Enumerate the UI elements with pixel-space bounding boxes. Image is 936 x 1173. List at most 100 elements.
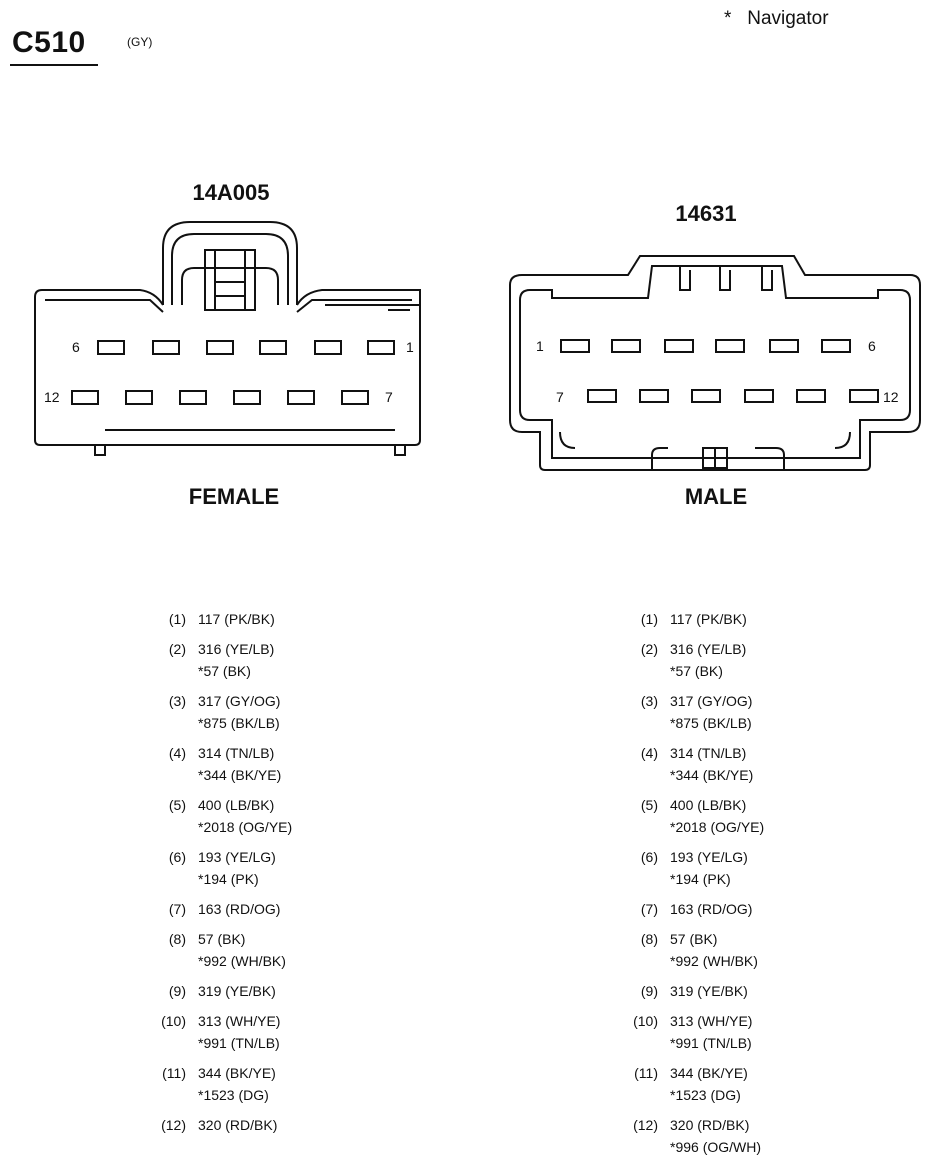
- circuit-wire-label: 316 (YE/LB): [670, 641, 747, 657]
- circuit-wire-label: *1523 (DG): [670, 1087, 741, 1103]
- pinout-row: (2) 316 (YE/LB)*57 (BK): [150, 638, 410, 682]
- pinout-row: (5)400 (LB/BK)*2018 (OG/YE): [622, 794, 882, 838]
- pin-number: (6): [640, 849, 658, 865]
- female-row1-right-label: 1: [406, 339, 414, 355]
- circuit-wire-label: 314 (TN/LB): [670, 745, 747, 761]
- pinout-row: (11)344 (BK/YE)*1523 (DG): [622, 1062, 882, 1106]
- pin-number: (9): [168, 983, 186, 999]
- navigator-note: * Navigator: [724, 8, 829, 29]
- circuit-wire-label: 163 (RD/OG): [670, 901, 753, 917]
- pin-circuits: 400 (LB/BK) *2018 (OG/YE): [198, 794, 410, 838]
- circuit-wire-label: *57 (BK): [198, 663, 251, 679]
- pin-number: (1): [168, 611, 186, 627]
- pin-circuits: 163 (RD/OG): [198, 898, 410, 920]
- connector-diagrams: 14A005 6 1 12 7 FEMALE: [34, 180, 921, 509]
- pinout-row: (7) 163 (RD/OG): [622, 898, 882, 920]
- male-cavity-5: [769, 339, 799, 353]
- male-row1-right-label: 6: [868, 338, 876, 354]
- circuit-wire-label: *996 (OG/WH): [670, 1139, 762, 1155]
- pinout-row: (4) 314 (TN/LB) *344 (BK/YE): [622, 742, 882, 786]
- female-cavity-9: [233, 390, 261, 405]
- circuit-wire-label: *344 (BK/YE): [670, 767, 754, 783]
- pin-circuits: 117 (PK/BK): [670, 608, 882, 630]
- circuit-wire-label: *991 (TN/LB): [198, 1035, 280, 1051]
- circuit-wire-label: 400 (LB/BK): [198, 797, 275, 813]
- pinout-row: (2) 316 (YE/LB) *57 (BK): [622, 638, 882, 682]
- circuit-wire-label: 344 (BK/YE): [670, 1065, 748, 1081]
- circuit-wire-label: 193 (YE/LG): [198, 849, 276, 865]
- pin-number: (5): [168, 797, 186, 813]
- pin-number: (2): [640, 641, 658, 657]
- pin-number: (4): [168, 745, 186, 761]
- circuit-wire-label: 313 (WH/YE): [670, 1013, 753, 1029]
- pin-number: (10): [161, 1013, 186, 1029]
- circuit-wire-label: *2018 (OG/YE): [198, 819, 293, 835]
- pin-number: (9): [640, 983, 658, 999]
- male-cavity-11: [796, 389, 826, 403]
- female-cavity-8: [287, 390, 315, 405]
- pin-circuits: 57 (BK)*992 (WH/BK): [670, 928, 882, 972]
- pin-circuits: 320 (RD/BK): [198, 1114, 410, 1136]
- pin-circuits: 313 (WH/YE) *991 (TN/LB): [198, 1010, 410, 1054]
- female-cavity-6: [97, 340, 125, 355]
- pin-circuits: 319 (YE/BK): [670, 980, 882, 1002]
- pin-number: (12): [161, 1117, 186, 1133]
- pinout-row: (6)193 (YE/LG)*194 (PK): [622, 846, 882, 890]
- pinout-row: (9) 319 (YE/BK): [622, 980, 882, 1002]
- pinout-row: (8) 57 (BK)*992 (WH/BK): [622, 928, 882, 972]
- circuit-wire-label: *875 (BK/LB): [670, 715, 752, 731]
- pin-number: (2): [168, 641, 186, 657]
- female-cavity-7: [341, 390, 369, 405]
- pin-number: (8): [168, 931, 186, 947]
- circuit-wire-label: 317 (GY/OG): [670, 693, 753, 709]
- female-row2-left-label: 12: [44, 389, 60, 405]
- pinout-row: (11)344 (BK/YE)*1523 (DG): [150, 1062, 410, 1106]
- male-cavity-7: [587, 389, 617, 403]
- circuit-wire-label: 117 (PK/BK): [198, 611, 275, 627]
- circuit-wire-label: 163 (RD/OG): [198, 901, 281, 917]
- pinout-row: (1) 117 (PK/BK): [150, 608, 410, 630]
- male-cavity-8: [639, 389, 669, 403]
- pinout-row: (3)317 (GY/OG)*875 (BK/LB): [622, 690, 882, 734]
- circuit-wire-label: *992 (WH/BK): [198, 953, 286, 969]
- circuit-wire-label: 313 (WH/YE): [198, 1013, 281, 1029]
- pin-circuits: 163 (RD/OG): [670, 898, 882, 920]
- circuit-wire-label: 320 (RD/BK): [670, 1117, 750, 1133]
- female-cavity-4: [206, 340, 234, 355]
- pin-number: (1): [640, 611, 658, 627]
- pin-number: (4): [640, 745, 658, 761]
- circuit-wire-label: 400 (LB/BK): [670, 797, 747, 813]
- connector-id-underline: [10, 64, 98, 66]
- female-cavity-2: [314, 340, 342, 355]
- male-connector: 14631: [509, 201, 921, 471]
- circuit-wire-label: 117 (PK/BK): [670, 611, 747, 627]
- pin-circuits: 314 (TN/LB) *344 (BK/YE): [670, 742, 882, 786]
- circuit-wire-label: *1523 (DG): [198, 1087, 269, 1103]
- pin-circuits: 317 (GY/OG)*875 (BK/LB): [198, 690, 410, 734]
- circuit-wire-label: 320 (RD/BK): [198, 1117, 278, 1133]
- pinout-row: (1) 117 (PK/BK): [622, 608, 882, 630]
- pinout-row: (10) 313 (WH/YE) *991 (TN/LB): [150, 1010, 410, 1054]
- male-cavity-12: [849, 389, 879, 403]
- circuit-wire-label: *57 (BK): [670, 663, 723, 679]
- circuit-wire-label: *194 (PK): [198, 871, 259, 887]
- circuit-wire-label: 314 (TN/LB): [198, 745, 275, 761]
- pinout-row: (5) 400 (LB/BK) *2018 (OG/YE): [150, 794, 410, 838]
- circuit-wire-label: *2018 (OG/YE): [670, 819, 765, 835]
- male-pin-cavities: [560, 339, 879, 403]
- male-cavity-10: [744, 389, 774, 403]
- connector-id: C510: [12, 26, 86, 59]
- pin-circuits: 316 (YE/LB)*57 (BK): [198, 638, 410, 682]
- pinout-row: (3)317 (GY/OG)*875 (BK/LB): [150, 690, 410, 734]
- pin-number: (8): [640, 931, 658, 947]
- pin-circuits: 314 (TN/LB) *344 (BK/YE): [198, 742, 410, 786]
- female-cavity-1: [367, 340, 395, 355]
- pin-number: (7): [640, 901, 658, 917]
- male-label: MALE: [685, 484, 747, 509]
- circuit-wire-label: *344 (BK/YE): [198, 767, 282, 783]
- male-cavity-4: [715, 339, 745, 353]
- pinout-row: (6)193 (YE/LG)*194 (PK): [150, 846, 410, 890]
- male-pinout-list: (1)117 (PK/BK)(2)316 (YE/LB)*57 (BK)(3)3…: [622, 608, 882, 1166]
- circuit-wire-label: *875 (BK/LB): [198, 715, 280, 731]
- circuit-wire-label: 319 (YE/BK): [198, 983, 276, 999]
